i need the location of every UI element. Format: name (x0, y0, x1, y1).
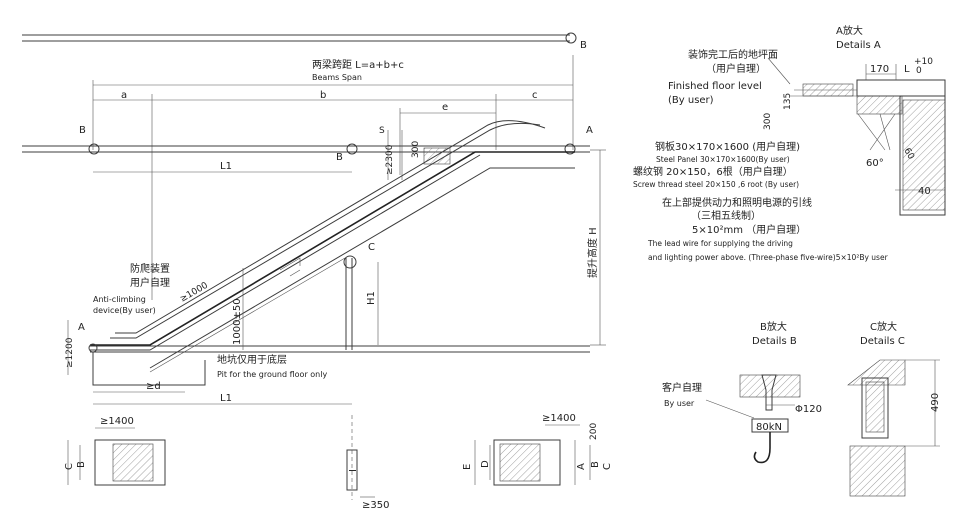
detail-a-title-en: Details A (836, 40, 881, 51)
plan-b-right: B (590, 461, 601, 468)
span-title-en: Beams Span (312, 73, 362, 82)
dim-200: 200 (589, 423, 599, 440)
detail-b-user-cn: 客户自理 (662, 381, 702, 394)
detail-a-floor-cn: 装饰完工后的地坪面 (688, 48, 778, 61)
plan-b-left: B (76, 461, 87, 468)
label-c: C (368, 242, 375, 253)
detail-a-floor-en: Finished floor level (668, 81, 762, 92)
detail-b-phi: Φ120 (795, 404, 822, 415)
plan-c-right: C (602, 463, 613, 470)
h-dimension (590, 149, 606, 346)
dim-h1: H1 (366, 291, 377, 305)
label-a-right: A (586, 125, 593, 136)
detail-a-40: 40 (918, 186, 931, 197)
detail-a-170: 170 (870, 64, 889, 75)
detail-a-60deg: 60° (866, 158, 884, 169)
detail-c-490: 490 (930, 393, 941, 412)
dim-1400-right: ≥1400 (542, 413, 576, 424)
dim-h: 提升高度 H (586, 227, 599, 278)
detail-b-title-en: Details B (752, 336, 797, 347)
plan-d: D (480, 460, 491, 468)
anti-climb-en2: device(By user) (93, 306, 156, 315)
dim-1400-left: ≥1400 (100, 416, 134, 427)
dim-a: a (121, 90, 127, 101)
plan-e: E (462, 464, 473, 470)
upper-beam (22, 32, 577, 44)
anti-climb-cn1: 防爬装置 (130, 262, 170, 275)
plan-view (67, 415, 591, 500)
detail-b-title-cn: B放大 (760, 320, 787, 333)
lead-cn2: （三相五线制） (691, 209, 761, 222)
detail-a-floor-cn2: （用户自理） (706, 62, 766, 75)
label-b-left: B (79, 125, 86, 136)
detail-b-user-en: By user (664, 399, 695, 408)
screw-en: Screw thread steel 20×150 ,6 root (By us… (633, 180, 799, 189)
lower-floor (88, 343, 590, 386)
dim-350: ≥350 (362, 500, 389, 511)
pit-cn: 地坑仅用于底层 (217, 353, 287, 366)
label-b-mid: B (336, 152, 343, 163)
detail-a-drawing (767, 57, 946, 216)
detail-a-135: 135 (783, 93, 793, 110)
detail-a-l: L (904, 64, 910, 75)
lead-en2: and lighting power above. (Three-phase f… (648, 253, 889, 262)
steel-cn: 钢板30×170×1600 (用户自理) (655, 140, 800, 153)
e-dimension (399, 108, 496, 175)
detail-a-300: 300 (763, 113, 773, 130)
span-title: 两梁跨距 L=a+b+c (312, 58, 404, 71)
screw-cn: 螺纹钢 20×150，6根（用户自理） (633, 165, 793, 178)
dim-l1-bottom: L1 (220, 393, 232, 404)
dim-1200: ≥1200 (65, 337, 75, 368)
detail-c-title-en: Details C (860, 336, 905, 347)
plan-a: A (576, 463, 587, 470)
label-b-top: B (580, 40, 587, 51)
span-dimension (92, 55, 574, 300)
dim-e: e (442, 102, 448, 113)
dim-2300: ≥2300 (385, 144, 395, 175)
detail-a-plus10: +10 (914, 57, 933, 67)
detail-c-drawing (847, 359, 940, 497)
anti-climb-en1: Anti-climbing (93, 295, 146, 304)
lead-cn1: 在上部提供动力和照明电源的引线 (662, 196, 812, 209)
dim-l1-top: L1 (220, 161, 232, 172)
dim-300-main: 300 (411, 141, 421, 158)
dim-b: b (320, 90, 326, 101)
detail-b-drawing (705, 374, 801, 464)
detail-c-title-cn: C放大 (870, 320, 897, 333)
pit-en: Pit for the ground floor only (217, 370, 327, 379)
dim-c: c (532, 90, 538, 101)
plan-i: I (348, 469, 359, 472)
steel-en: Steel Panel 30×170×1600(By user) (656, 155, 790, 164)
detail-b-load: 80kN (756, 422, 782, 433)
detail-a-floor-en2: (By user) (668, 95, 714, 106)
plan-c-left: C (64, 463, 75, 470)
anti-climb-cn2: 用户自理 (130, 276, 170, 289)
lead-en1: The lead wire for supplying the driving (647, 239, 793, 248)
detail-a-zero: 0 (916, 66, 922, 76)
dim-d: ≥d (146, 381, 161, 392)
lead-cn3: 5×10²mm （用户自理） (692, 223, 806, 236)
escalator-truss (90, 120, 575, 373)
s-dimension (387, 130, 451, 180)
label-a-left: A (78, 322, 85, 333)
dim-1000-50: 1000±50 (232, 298, 243, 345)
dim-s: S (379, 126, 385, 136)
detail-a-title-cn: A放大 (836, 24, 863, 37)
